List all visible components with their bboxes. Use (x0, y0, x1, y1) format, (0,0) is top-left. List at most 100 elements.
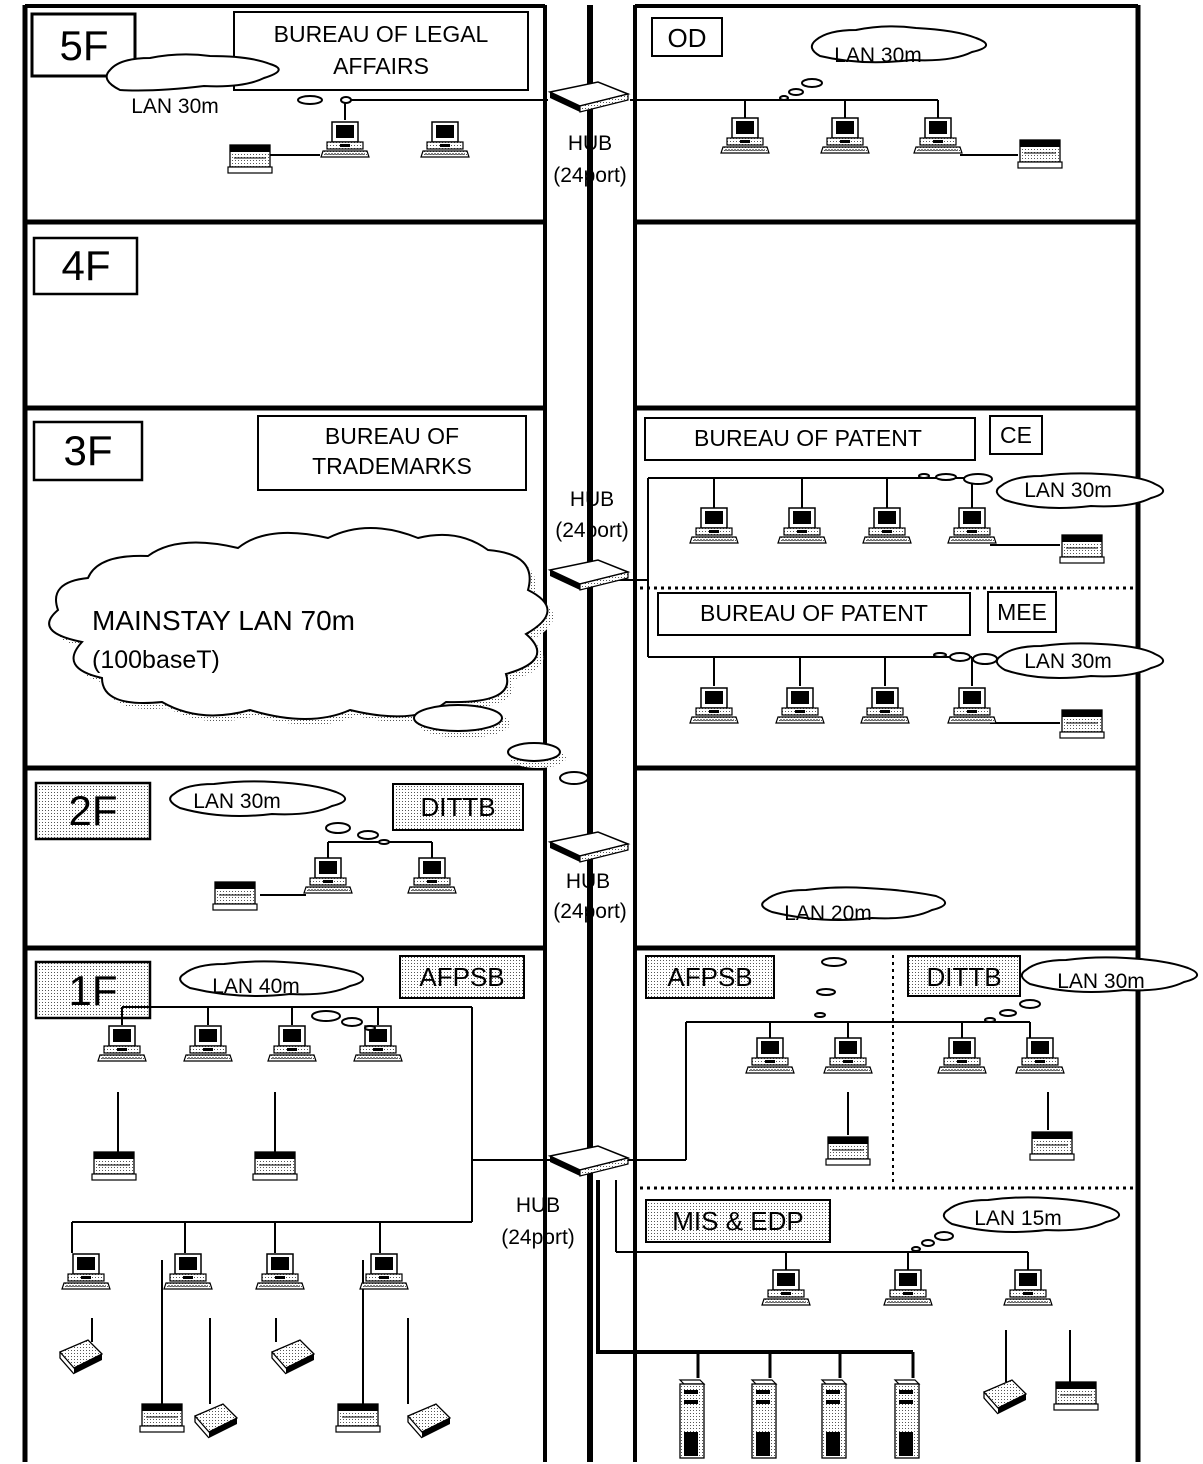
lan-cloud: LAN 30m (933, 642, 1164, 679)
dept-bureau-legal-affairs: BUREAU OF LEGAL AFFAIRS (233, 11, 529, 91)
lan-clouds: LAN 30m LAN 30m LAN 30m LAN 30m (105, 25, 1198, 1252)
printer (271, 1339, 315, 1375)
server (821, 1379, 847, 1459)
svg-text:LAN 20m: LAN 20m (784, 902, 872, 925)
svg-text:(24port): (24port) (553, 900, 627, 923)
svg-text:BUREAU OF PATENT: BUREAU OF PATENT (700, 600, 928, 626)
floor-4f-label: 4F (32, 236, 139, 296)
lan-cloud: LAN 30m (105, 53, 352, 118)
computer (689, 687, 739, 724)
printer (1059, 709, 1105, 739)
floor-1f-label: 1F (34, 960, 152, 1020)
svg-text:BUREAU OF LEGAL: BUREAU OF LEGAL (274, 21, 489, 47)
svg-text:(24port): (24port) (555, 519, 629, 542)
printer (1053, 1381, 1099, 1411)
svg-text:LAN 30m: LAN 30m (1057, 970, 1145, 993)
lan-cloud: LAN 30m (169, 780, 390, 845)
svg-text:DITTB: DITTB (926, 962, 1001, 992)
svg-text:LAN 40m: LAN 40m (212, 975, 300, 998)
floor-3f-label: 3F (32, 420, 144, 482)
network-cables (71, 99, 1071, 1404)
dept-dittb-2f: DITTB (392, 783, 524, 831)
floor-2f-label: 2F (34, 781, 152, 841)
hub-5f: HUB (24port) (549, 81, 629, 187)
svg-text:TRADEMARKS: TRADEMARKS (312, 453, 472, 479)
computer (862, 507, 912, 544)
server (679, 1379, 705, 1459)
dept-bureau-trademarks: BUREAU OF TRADEMARKS (257, 415, 527, 491)
svg-text:BUREAU OF: BUREAU OF (325, 423, 459, 449)
svg-text:AFPSB: AFPSB (667, 962, 752, 992)
computer (720, 117, 770, 154)
lan-cloud: LAN 40m (179, 960, 376, 1031)
dept-bureau-patent-mee: BUREAU OF PATENT MEE (657, 591, 1057, 636)
svg-text:HUB: HUB (566, 870, 610, 893)
svg-text:AFFAIRS: AFFAIRS (333, 53, 429, 79)
svg-text:MAINSTAY LAN 70m: MAINSTAY LAN 70m (92, 605, 355, 636)
computer (353, 1025, 403, 1062)
computer (183, 1025, 233, 1062)
computer (163, 1253, 213, 1290)
svg-text:HUB: HUB (570, 488, 614, 511)
server (894, 1379, 920, 1459)
printer (139, 1403, 185, 1433)
computer (775, 687, 825, 724)
dept-od: OD (651, 17, 723, 57)
svg-text:HUB: HUB (568, 132, 612, 155)
computer (883, 1269, 933, 1306)
computer (407, 857, 457, 894)
printer (335, 1403, 381, 1433)
dept-dittb-1f: DITTB (907, 955, 1021, 997)
svg-text:LAN 30m: LAN 30m (131, 95, 219, 118)
computer (1003, 1269, 1053, 1306)
svg-text:HUB: HUB (516, 1194, 560, 1217)
dept-afpsb-1f-left: AFPSB (399, 955, 525, 999)
svg-text:CE: CE (1000, 422, 1032, 448)
hub-1f: HUB (24port) (501, 1145, 629, 1249)
computer (1015, 1037, 1065, 1074)
svg-text:LAN 30m: LAN 30m (193, 790, 281, 813)
printer (407, 1403, 451, 1439)
svg-text:(24port): (24port) (553, 164, 627, 187)
computer (267, 1025, 317, 1062)
svg-text:OD: OD (668, 23, 707, 53)
svg-text:LAN 30m: LAN 30m (834, 44, 922, 67)
dept-mis-edp: MIS & EDP (645, 1199, 831, 1243)
svg-text:MEE: MEE (997, 599, 1047, 625)
computer (913, 117, 963, 154)
svg-text:2F: 2F (68, 787, 117, 834)
computer (61, 1253, 111, 1290)
svg-text:BUREAU OF PATENT: BUREAU OF PATENT (694, 425, 922, 451)
computer (359, 1253, 409, 1290)
computer (761, 1269, 811, 1306)
printer (91, 1151, 137, 1181)
computer (320, 121, 370, 158)
computer (97, 1025, 147, 1062)
server (751, 1379, 777, 1459)
computer (255, 1253, 305, 1290)
computer (777, 507, 827, 544)
dept-bureau-patent-ce: BUREAU OF PATENT CE (644, 415, 1043, 461)
printer (1017, 139, 1063, 169)
lan-cloud: LAN 30m (779, 25, 987, 101)
computer (937, 1037, 987, 1074)
svg-text:5F: 5F (59, 22, 108, 69)
dept-afpsb-1f-right: AFPSB (645, 955, 775, 999)
lan-cloud: LAN 30m (984, 956, 1198, 1023)
printer (59, 1339, 103, 1375)
printer (825, 1136, 871, 1166)
svg-text:1F: 1F (68, 967, 117, 1014)
computer (947, 687, 997, 724)
printer (212, 881, 258, 911)
printer (227, 144, 273, 174)
computer (689, 507, 739, 544)
computer (745, 1037, 795, 1074)
floor-5f-label: 5F (30, 12, 137, 78)
computer (820, 117, 870, 154)
computer (420, 121, 470, 158)
svg-text:LAN 30m: LAN 30m (1024, 479, 1112, 502)
svg-text:DITTB: DITTB (420, 792, 495, 822)
lan-cloud: LAN 30m (918, 472, 1164, 509)
computer (303, 857, 353, 894)
